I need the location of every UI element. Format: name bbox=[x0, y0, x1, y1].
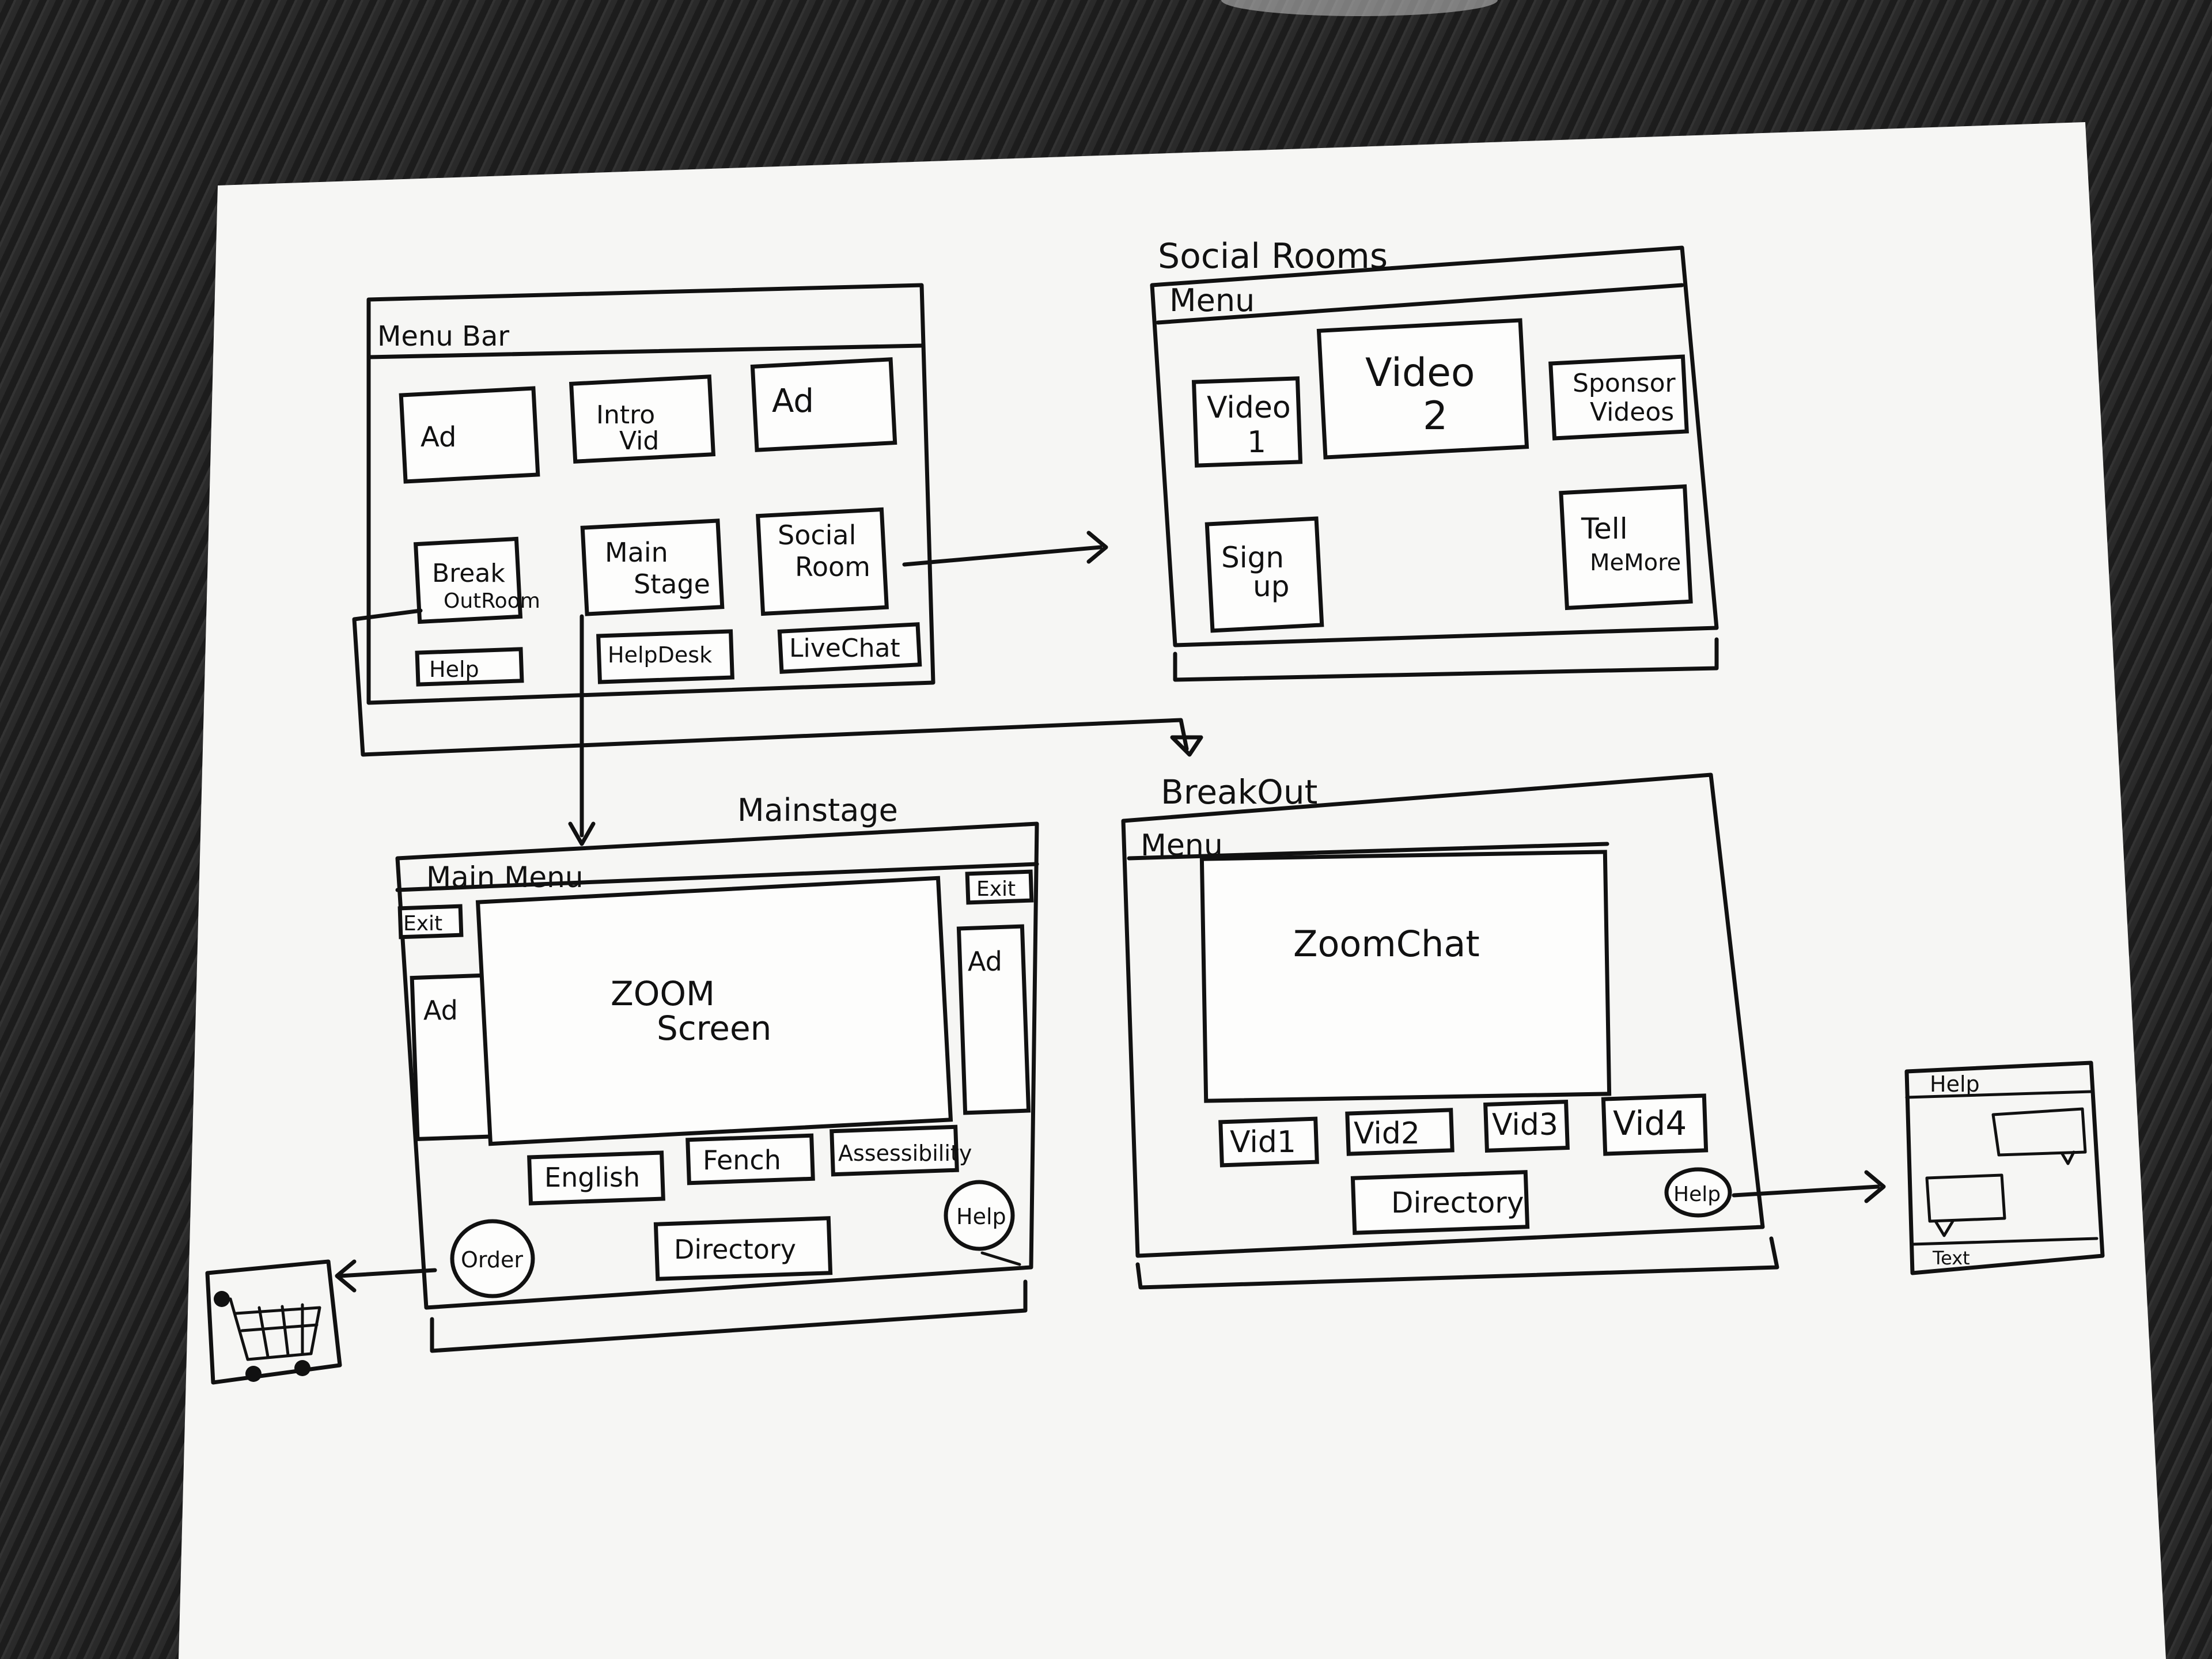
tell-me-more-line1: Tell bbox=[1581, 512, 1628, 546]
social-room-box[interactable]: Social Room bbox=[756, 507, 889, 616]
breakout-room-line1: Break bbox=[432, 559, 505, 588]
ad-right-panel[interactable]: Ad bbox=[956, 924, 1031, 1115]
help-desk-box[interactable]: HelpDesk bbox=[596, 629, 734, 684]
exit-left-button[interactable]: Exit bbox=[397, 904, 464, 940]
help-label: Help bbox=[429, 657, 479, 682]
sponsor-videos-line2: Videos bbox=[1590, 397, 1674, 427]
mainstage-screen: Mainstage Main Menu Exit Exit Ad ZOOM Sc… bbox=[395, 792, 1039, 1353]
french-button[interactable]: Fench bbox=[685, 1133, 815, 1185]
exit-right-button[interactable]: Exit bbox=[965, 869, 1034, 905]
menu-bar-screen: Menu Bar Ad Intro Vid Ad Break OutRoom M… bbox=[366, 283, 935, 705]
help-desk-label: HelpDesk bbox=[608, 642, 712, 668]
sign-up-line2: up bbox=[1253, 570, 1289, 603]
video1-box[interactable]: Video 1 bbox=[1191, 376, 1303, 468]
order-label: Order bbox=[461, 1247, 523, 1272]
main-stage-line1: Main bbox=[605, 537, 668, 568]
main-stage-box[interactable]: Main Stage bbox=[580, 518, 725, 616]
ad-right-label: Ad bbox=[772, 382, 814, 420]
zoom-screen-line1: ZOOM bbox=[611, 974, 715, 1013]
accessibility-button[interactable]: Assessibility bbox=[830, 1124, 972, 1177]
french-label: Fench bbox=[703, 1145, 781, 1176]
breakout-help-label: Help bbox=[1673, 1183, 1721, 1206]
mainstage-header: Main Menu bbox=[426, 861, 584, 894]
breakout-screen: BreakOut Menu ZoomChat Vid1 Vid2 Vid3 Vi… bbox=[1121, 772, 1779, 1290]
mainstage-help-label: Help bbox=[956, 1204, 1006, 1229]
zoom-screen-line2: Screen bbox=[657, 1009, 771, 1048]
vid2-label: Vid2 bbox=[1354, 1116, 1420, 1151]
social-rooms-screen: Social Rooms Menu Video 1 Video 2 Sponso… bbox=[1150, 236, 1719, 682]
zoom-screen-box[interactable]: ZOOM Screen bbox=[475, 876, 953, 1146]
mainstage-directory-label: Directory bbox=[674, 1234, 796, 1265]
vid2-button[interactable]: Vid2 bbox=[1345, 1108, 1455, 1156]
breakout-directory-button[interactable]: Directory bbox=[1350, 1170, 1530, 1235]
intro-vid-line2: Vid bbox=[619, 426, 659, 456]
social-room-line1: Social bbox=[778, 520, 856, 551]
main-stage-line2: Stage bbox=[634, 569, 710, 600]
exit-right-label: Exit bbox=[976, 877, 1016, 901]
sponsor-videos-box[interactable]: Sponsor Videos bbox=[1548, 354, 1689, 441]
video1-line2: 1 bbox=[1247, 425, 1266, 460]
ad-right-box[interactable]: Ad bbox=[750, 357, 897, 452]
vid1-button[interactable]: Vid1 bbox=[1218, 1116, 1319, 1168]
tell-me-more-box[interactable]: Tell MeMore bbox=[1559, 484, 1693, 611]
vid4-button[interactable]: Vid4 bbox=[1601, 1093, 1709, 1156]
vid3-button[interactable]: Vid3 bbox=[1483, 1099, 1570, 1153]
social-room-line2: Room bbox=[795, 551, 870, 582]
menu-bar-header: Menu Bar bbox=[377, 320, 509, 353]
video2-line2: 2 bbox=[1423, 393, 1448, 439]
ad-left-panel[interactable]: Ad bbox=[410, 972, 503, 1142]
mainstage-title: Mainstage bbox=[737, 792, 898, 828]
top-object bbox=[1221, 0, 1498, 16]
order-button[interactable]: Order bbox=[450, 1219, 535, 1298]
sign-up-line1: Sign bbox=[1221, 541, 1284, 574]
mainstage-directory-button[interactable]: Directory bbox=[653, 1216, 833, 1281]
ad-left-box[interactable]: Ad bbox=[399, 386, 540, 484]
zoom-chat-box[interactable]: ZoomChat bbox=[1199, 850, 1612, 1103]
ad-left-label: Ad bbox=[421, 421, 456, 453]
english-button[interactable]: English bbox=[527, 1150, 665, 1206]
ad-right-panel-label: Ad bbox=[968, 946, 1002, 977]
live-chat-label: LiveChat bbox=[789, 634, 900, 663]
vid1-label: Vid1 bbox=[1230, 1125, 1296, 1160]
breakout-room-box[interactable]: Break OutRoom bbox=[413, 536, 540, 624]
zoom-chat-label: ZoomChat bbox=[1293, 923, 1480, 965]
breakout-title: BreakOut bbox=[1161, 772, 1317, 812]
exit-left-label: Exit bbox=[403, 912, 442, 935]
vid3-label: Vid3 bbox=[1492, 1108, 1558, 1142]
ad-left-panel-label: Ad bbox=[423, 995, 458, 1026]
sponsor-videos-line1: Sponsor bbox=[1573, 369, 1676, 398]
help-popup-header: Help bbox=[1930, 1071, 1980, 1097]
social-rooms-header: Menu bbox=[1169, 282, 1255, 319]
live-chat-box[interactable]: LiveChat bbox=[777, 622, 922, 674]
intro-vid-line1: Intro bbox=[596, 400, 655, 430]
intro-vid-box[interactable]: Intro Vid bbox=[569, 374, 716, 464]
help-popup-footer: Text bbox=[1932, 1247, 1970, 1269]
mainstage-help-button[interactable]: Help bbox=[944, 1180, 1015, 1251]
video2-box[interactable]: Video 2 bbox=[1316, 318, 1529, 460]
breakout-room-line2: OutRoom bbox=[444, 589, 540, 613]
help-box[interactable]: Help bbox=[415, 647, 524, 687]
sign-up-box[interactable]: Sign up bbox=[1205, 516, 1324, 633]
tell-me-more-line2: MeMore bbox=[1590, 550, 1681, 576]
breakout-directory-label: Directory bbox=[1391, 1186, 1524, 1219]
flow-arrows bbox=[335, 531, 1886, 1293]
english-label: English bbox=[544, 1162, 640, 1193]
accessibility-label: Assessibility bbox=[838, 1141, 972, 1166]
vid4-label: Vid4 bbox=[1613, 1104, 1687, 1143]
video1-line1: Video bbox=[1207, 391, 1291, 425]
help-popup: Help Text bbox=[1904, 1060, 2105, 1275]
shopping-cart-icon bbox=[205, 1259, 342, 1385]
video2-line1: Video bbox=[1365, 350, 1475, 396]
breakout-help-button[interactable]: Help bbox=[1664, 1167, 1732, 1218]
